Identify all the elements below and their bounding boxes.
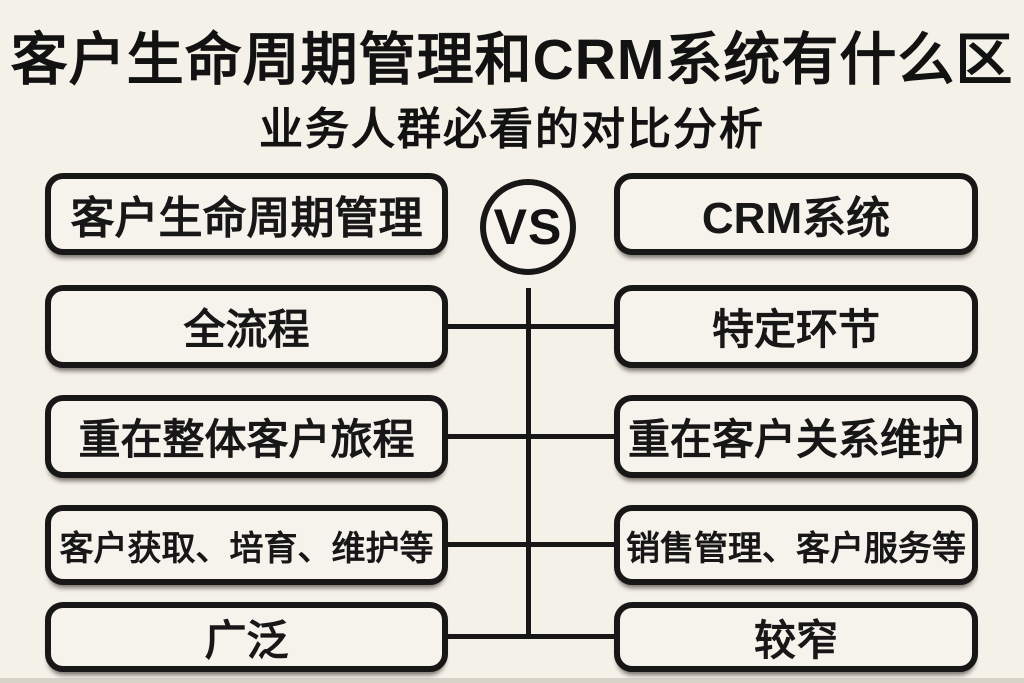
row-2-right-label: 重在客户关系维护 bbox=[627, 416, 964, 463]
row-1-left-box: 全流程 bbox=[45, 285, 448, 368]
row-connector-2 bbox=[446, 434, 616, 439]
center-spine-line bbox=[526, 288, 531, 639]
row-connector-3 bbox=[446, 542, 616, 547]
left-header-label: 客户生命周期管理 bbox=[70, 194, 423, 243]
row-1-left-label: 全流程 bbox=[183, 306, 310, 353]
row-2-left-box: 重在整体客户旅程 bbox=[45, 395, 448, 478]
row-3-right-box: 销售管理、客户服务等 bbox=[614, 505, 978, 585]
vs-label: VS bbox=[493, 199, 563, 255]
right-header-label: CRM系统 bbox=[701, 194, 891, 243]
row-1-right-box: 特定环节 bbox=[614, 285, 978, 368]
row-4-right-label: 较窄 bbox=[753, 616, 838, 664]
page-subtitle: 业务人群必看的对比分析 bbox=[259, 105, 765, 154]
row-2-left-label: 重在整体客户旅程 bbox=[78, 416, 415, 463]
row-4-right-box: 较窄 bbox=[614, 602, 978, 672]
row-3-right-label: 销售管理、客户服务等 bbox=[626, 529, 966, 568]
row-connector-1 bbox=[446, 324, 616, 329]
right-header-box: CRM系统 bbox=[614, 173, 978, 255]
row-4-left-label: 广泛 bbox=[204, 616, 289, 664]
row-1-right-label: 特定环节 bbox=[711, 306, 880, 353]
page-title: 客户生命周期管理和CRM系统有什么区 bbox=[10, 28, 1014, 92]
row-connector-4 bbox=[446, 634, 616, 639]
left-header-box: 客户生命周期管理 bbox=[45, 173, 448, 255]
row-3-left-box: 客户获取、培育、维护等 bbox=[45, 505, 448, 585]
vs-badge-icon: VS bbox=[480, 179, 576, 275]
bottom-edge-shadow bbox=[0, 678, 1024, 683]
row-2-right-box: 重在客户关系维护 bbox=[614, 395, 978, 478]
row-3-left-label: 客户获取、培育、维护等 bbox=[59, 529, 434, 568]
row-4-left-box: 广泛 bbox=[45, 602, 448, 672]
